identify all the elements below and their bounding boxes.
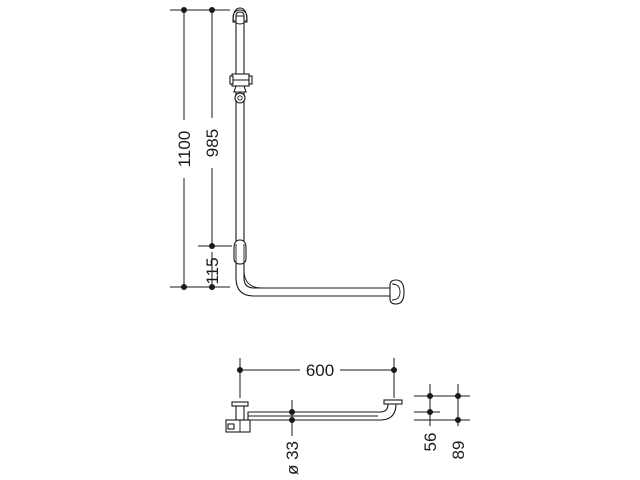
- dimension-horizontal-length: 600: [237, 358, 397, 398]
- shower-holder-slider: [229, 73, 253, 104]
- label-upper-height: 985: [203, 129, 222, 157]
- label-horizontal-length: 600: [306, 361, 334, 380]
- dimension-upper-height: 985: [198, 7, 232, 249]
- plan-view: 600 ø 33 56 89: [225, 358, 470, 475]
- label-total-height: 1100: [175, 131, 194, 168]
- right-wall-flange: [389, 279, 405, 305]
- left-mount-bracket: [225, 401, 251, 433]
- top-flange-ring: [232, 9, 248, 25]
- vertical-rail: [235, 15, 393, 297]
- label-lower-height: 115: [203, 257, 222, 284]
- label-depth-long: 89: [449, 441, 468, 460]
- lower-wall-flange: [233, 239, 247, 265]
- label-diameter: ø 33: [283, 441, 302, 475]
- dimension-depths: 56 89: [414, 384, 470, 459]
- label-depth-short: 56: [421, 433, 440, 452]
- plan-rail: [247, 399, 397, 421]
- dimension-total-height: 1100: [170, 7, 230, 290]
- dimension-lower-height: 115: [203, 252, 222, 290]
- plan-right-flange: [383, 399, 403, 405]
- top-wall-flange: [232, 7, 248, 23]
- dimension-diameter: ø 33: [283, 400, 302, 475]
- elevation-view: 1100 985 115: [170, 7, 405, 305]
